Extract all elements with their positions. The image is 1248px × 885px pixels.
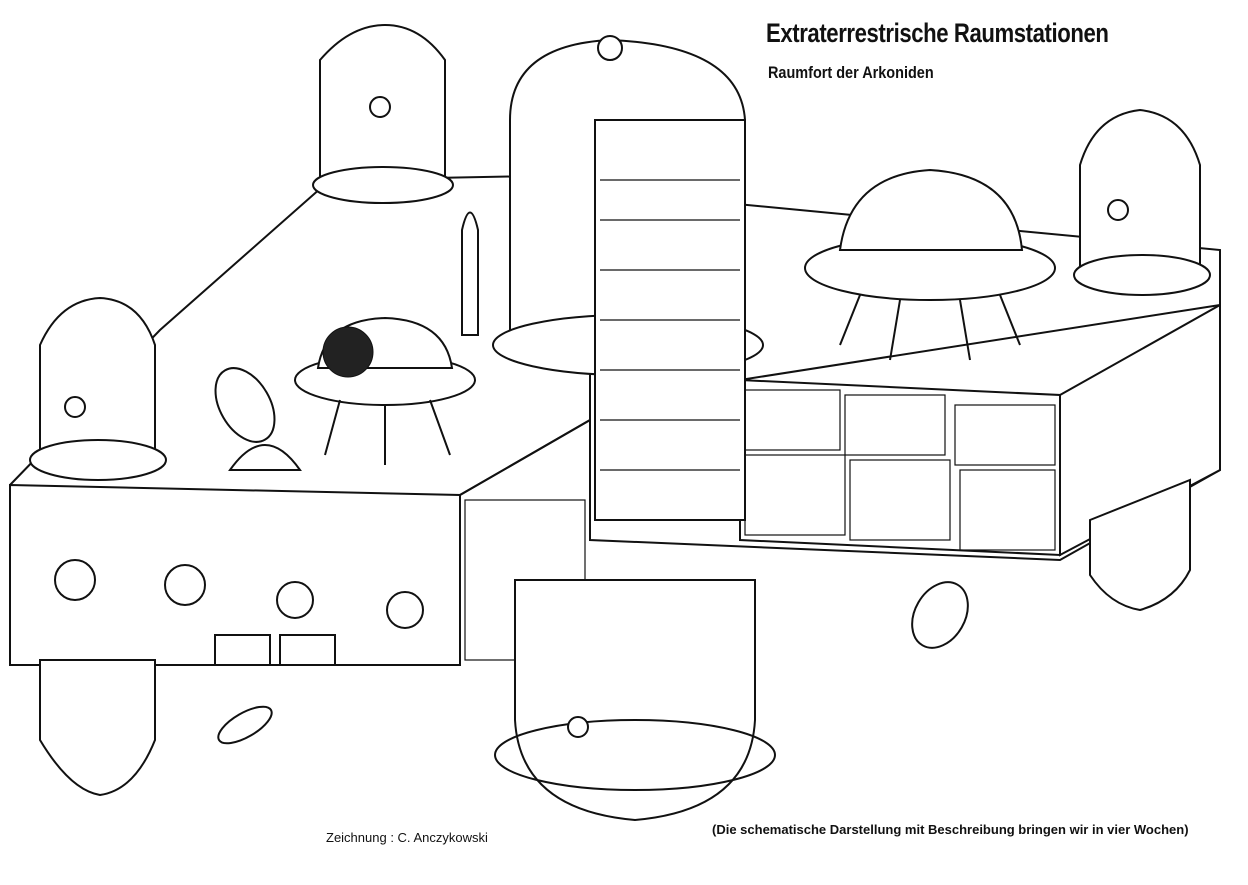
lower-tower [494,579,776,822]
saucer-ship-right [804,168,1056,361]
turret-left [29,296,167,481]
central-tower [492,35,764,521]
radar-dish [214,367,302,471]
artist-credit: Zeichnung : C. Anczykowski [326,830,488,845]
platform-right [589,188,1221,562]
small-spaceship [217,705,273,745]
illustration-title: Extraterrestrische Raumstationen [766,18,1109,48]
saucer-ship-left [294,316,476,465]
turret-right [1073,108,1211,296]
turret-top-left [312,23,454,204]
footnote: (Die schematische Darstellung mit Beschr… [712,822,1189,837]
pod-lower-right [911,478,1191,649]
pod-lower-left [39,659,156,797]
front-portholes [54,559,424,666]
rocket [461,211,479,336]
illustration-subtitle: Raumfort der Arkoniden [768,63,934,82]
platform-left [9,173,591,666]
